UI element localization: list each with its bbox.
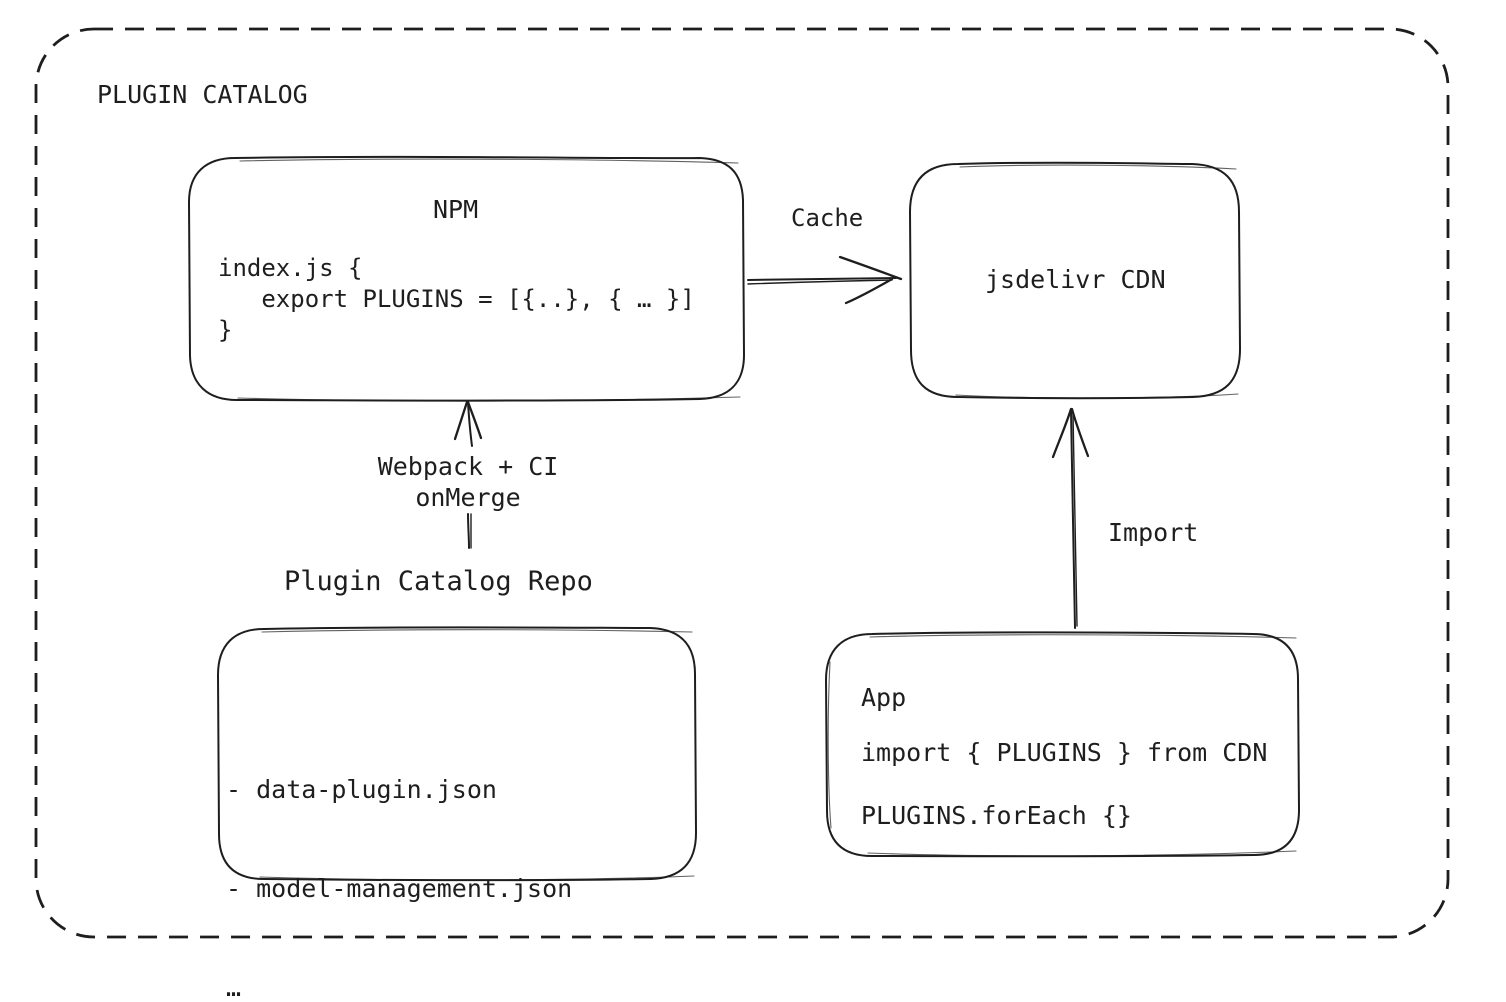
build-arrow [453,400,483,549]
catalog-boundary-outline [34,27,1450,939]
cdn-box [909,161,1241,400]
repo-file-list: - data-plugin.json - model-management.js… [226,707,572,1002]
npm-code-text: index.js { export PLUGINS = [{..}, { … }… [218,254,695,344]
npm-box-title: NPM [433,195,479,224]
app-import-line: import { PLUGINS } from CDN [861,738,1268,767]
repo-file-item: - model-management.json [226,874,573,903]
build-arrow-label: Webpack + CI onMerge [377,452,559,512]
repo-file-item: - data-plugin.json [226,775,497,804]
cache-arrow [747,255,903,305]
import-arrow [1051,407,1090,629]
app-foreach-line: PLUGINS.forEach {} [861,801,1132,830]
repo-file-ellipsis: … [226,973,242,1002]
repo-box [217,626,697,882]
repo-box-title: Plugin Catalog Repo [284,566,593,597]
import-arrow-label: Import [1108,518,1199,547]
diagram-title: PLUGIN CATALOG [97,80,308,109]
cdn-box-label: jsdelivr CDN [985,265,1166,294]
app-box [825,631,1300,858]
cache-arrow-label: Cache [791,204,864,232]
catalog-boundary [34,27,1450,939]
npm-box [188,155,745,402]
app-box-title: App [861,683,907,712]
